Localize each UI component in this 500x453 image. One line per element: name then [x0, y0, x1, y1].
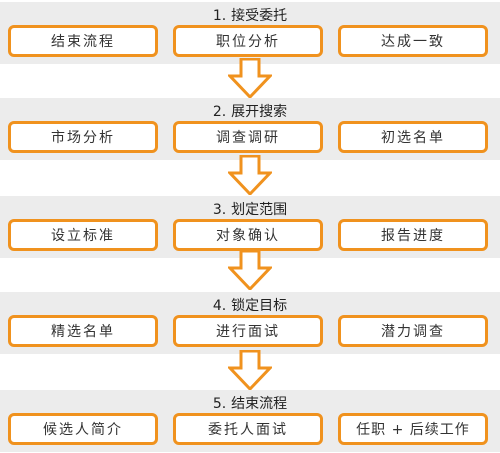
stage-5: 5.结束流程 候选人简介 委托人面试 任职 + 后续工作: [0, 390, 500, 452]
stage-5-title: 5.结束流程: [0, 393, 500, 413]
stage-3-number: 3.: [212, 202, 227, 218]
stage-4-number: 4.: [212, 298, 227, 314]
stage-4: 4.锁定目标 精选名单 进行面试 潜力调查: [0, 292, 500, 354]
step-box: 报告进度: [338, 219, 488, 251]
stage-2-number: 2.: [212, 104, 227, 120]
stage-3: 3.划定范围 设立标准 对象确认 报告进度: [0, 196, 500, 258]
stage-4-label: 锁定目标: [231, 298, 288, 314]
stage-1: 1.接受委托 结束流程 职位分析 达成一致: [0, 2, 500, 64]
stage-2-label: 展开搜索: [231, 104, 288, 120]
stage-1-label: 接受委托: [231, 8, 288, 24]
stage-5-number: 5.: [212, 396, 227, 412]
down-arrow-icon: [228, 58, 272, 98]
down-arrow-icon: [228, 250, 272, 290]
step-box: 结束流程: [8, 25, 158, 57]
step-box: 初选名单: [338, 121, 488, 153]
step-box: 达成一致: [338, 25, 488, 57]
stage-2-title: 2.展开搜索: [0, 101, 500, 121]
stage-1-number: 1.: [212, 8, 227, 24]
stage-3-title: 3.划定范围: [0, 199, 500, 219]
step-box: 市场分析: [8, 121, 158, 153]
stage-4-title: 4.锁定目标: [0, 295, 500, 315]
step-box: 进行面试: [173, 315, 323, 347]
step-box: 任职 + 后续工作: [338, 413, 488, 445]
step-box: 职位分析: [173, 25, 323, 57]
step-box: 委托人面试: [173, 413, 323, 445]
step-box: 精选名单: [8, 315, 158, 347]
stage-2: 2.展开搜索 市场分析 调查调研 初选名单: [0, 98, 500, 160]
step-box: 候选人简介: [8, 413, 158, 445]
down-arrow-icon: [228, 350, 272, 390]
step-box: 调查调研: [173, 121, 323, 153]
stage-3-label: 划定范围: [231, 202, 288, 218]
step-box: 潜力调查: [338, 315, 488, 347]
down-arrow-icon: [228, 155, 272, 195]
step-box: 对象确认: [173, 219, 323, 251]
step-box: 设立标准: [8, 219, 158, 251]
stage-5-label: 结束流程: [231, 396, 288, 412]
stage-1-title: 1.接受委托: [0, 5, 500, 25]
